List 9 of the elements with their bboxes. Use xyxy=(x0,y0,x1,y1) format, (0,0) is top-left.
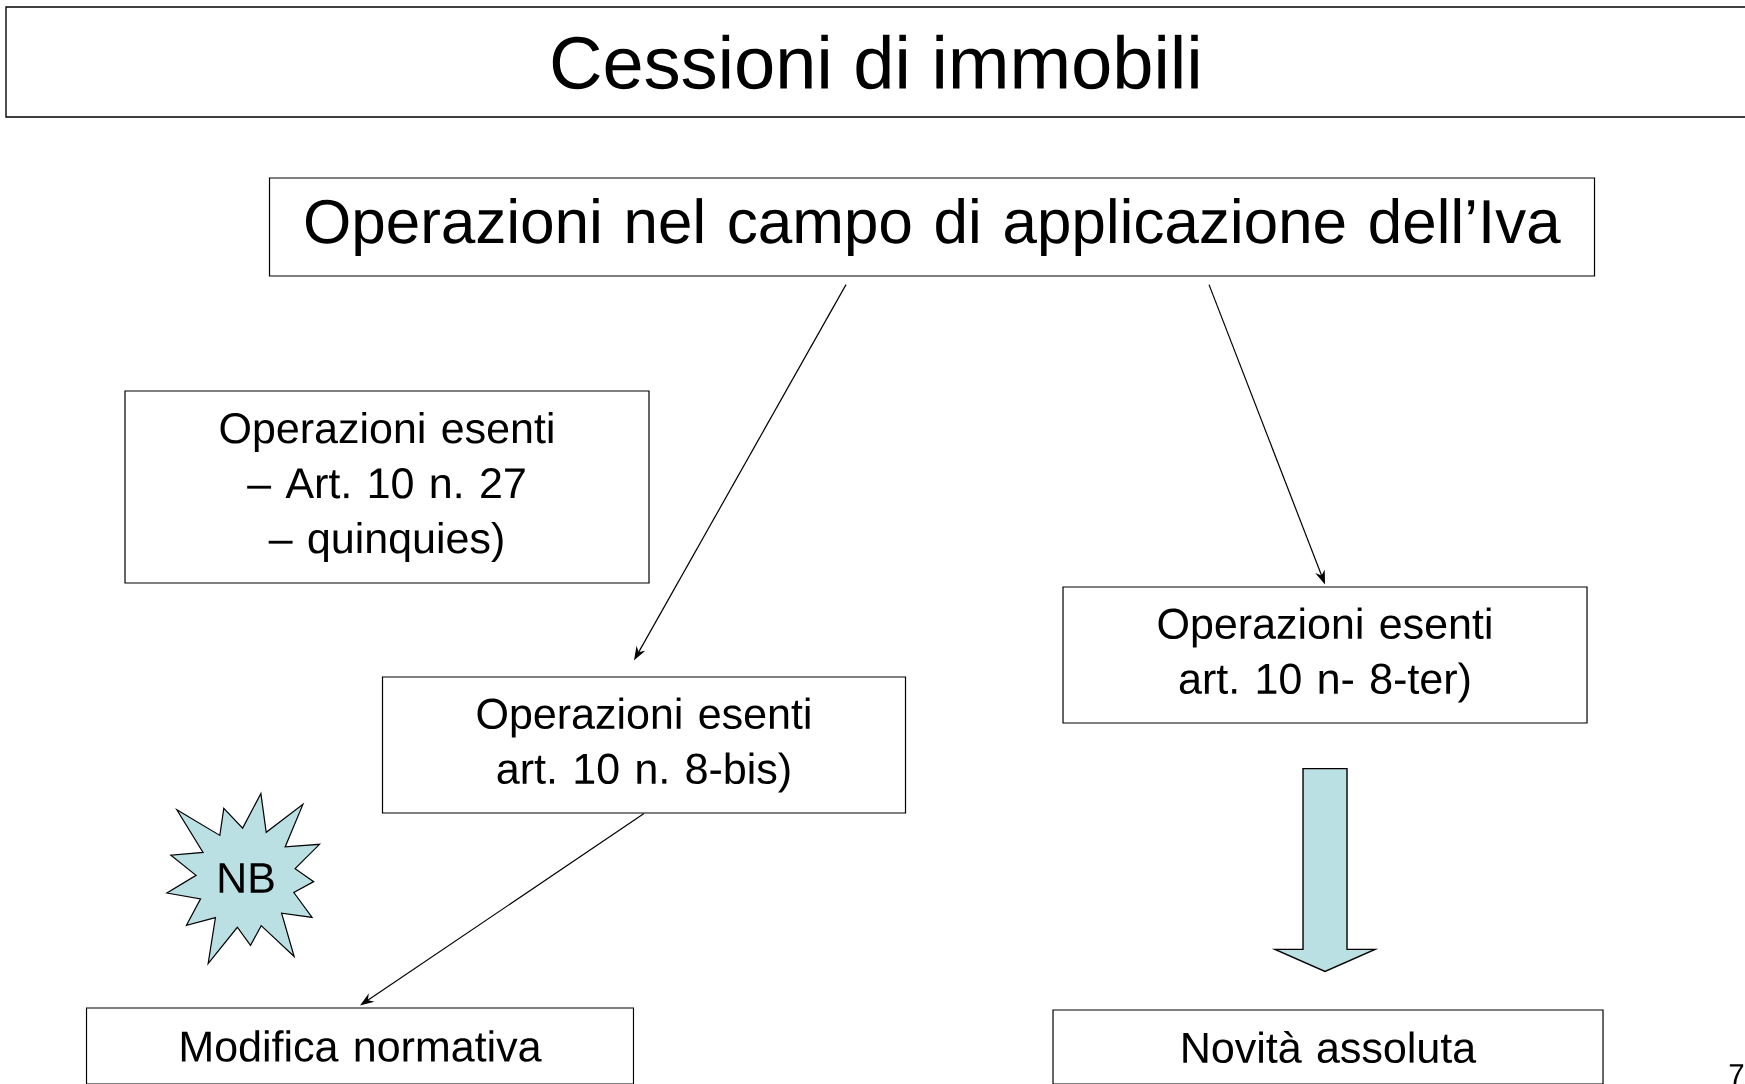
text-box: Modifica normativa xyxy=(85,1007,635,1084)
text-box: Operazioni nel campo di applicazione dell’Iva xyxy=(268,177,1596,277)
text-box: Operazioni esenti art. 10 n- 8-ter) xyxy=(1062,586,1588,724)
text-box: Operazioni esenti art. 10 n. 8-bis) xyxy=(381,676,907,814)
block-arrow xyxy=(1271,767,1379,973)
text-box: Novità assoluta xyxy=(1052,1009,1604,1084)
text-box: Operazioni esenti – Art. 10 n. 27 – quinquies) xyxy=(124,390,650,584)
page-number: 7 xyxy=(1729,1064,1744,1084)
title-box: Cessioni di immobili xyxy=(5,6,1745,118)
